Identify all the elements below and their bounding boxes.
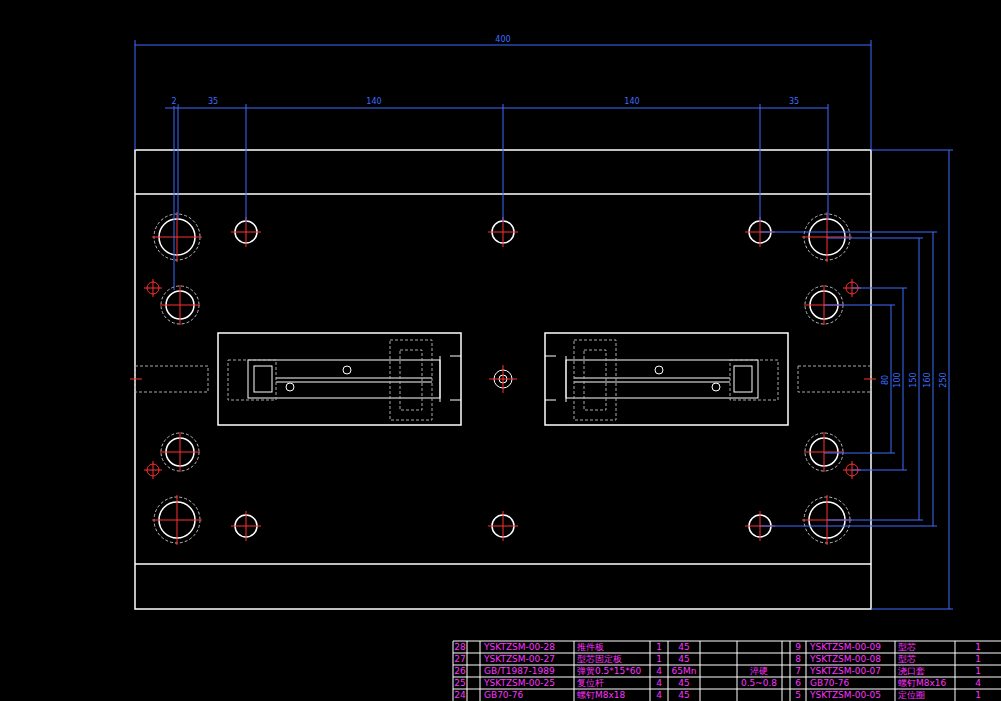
table-cell: 复位杆 xyxy=(577,679,604,688)
table-cell: 45 xyxy=(678,679,689,688)
table-cell: 淬硬 xyxy=(750,667,768,676)
table-cell: 定位圈 xyxy=(898,691,925,700)
dimension-text: 140 xyxy=(365,98,382,106)
table-cell: 型芯固定板 xyxy=(577,655,622,664)
table-cell: 1 xyxy=(975,691,981,700)
dimension-text: 250 xyxy=(940,371,948,388)
table-cell: 7 xyxy=(795,667,801,676)
table-cell: YSKTZSM-00-27 xyxy=(484,655,555,664)
table-cell: 弹簧0.5*15*60 xyxy=(577,667,641,676)
table-cell: 65Mn xyxy=(672,667,697,676)
dimension-text: 80 xyxy=(882,374,890,386)
table-cell: 4 xyxy=(656,679,662,688)
dimension-text: 2 xyxy=(170,98,177,106)
table-cell: 45 xyxy=(678,691,689,700)
table-cell: GB70-76 xyxy=(810,679,849,688)
table-cell: 9 xyxy=(795,643,801,652)
table-cell: 4 xyxy=(656,667,662,676)
table-cell: YSKTZSM-00-25 xyxy=(484,679,555,688)
table-cell: 1 xyxy=(656,655,662,664)
dimension-text: 140 xyxy=(623,98,640,106)
table-cell: 螺钉M8x16 xyxy=(898,679,946,688)
table-cell: 螺钉M8x18 xyxy=(577,691,625,700)
dimension-text: 100 xyxy=(894,371,902,388)
dimension-text: 35 xyxy=(207,98,219,106)
table-cell: GB70-76 xyxy=(484,691,523,700)
table-cell: 28 xyxy=(454,643,465,652)
table-cell: YSKTZSM-00-09 xyxy=(810,643,881,652)
table-cell: 24 xyxy=(454,691,465,700)
table-cell: 8 xyxy=(795,655,801,664)
table-cell: 浇口套 xyxy=(898,667,925,676)
table-cell: 4 xyxy=(656,691,662,700)
dimension-text: 160 xyxy=(924,371,932,388)
table-cell: GB/T1987-1989 xyxy=(484,667,555,676)
table-cell: 0.5~0.8 xyxy=(741,679,777,688)
table-cell: 型芯 xyxy=(898,655,916,664)
table-cell: YSKTZSM-00-05 xyxy=(810,691,881,700)
table-cell: 1 xyxy=(656,643,662,652)
table-cell: 5 xyxy=(795,691,801,700)
table-cell: 45 xyxy=(678,655,689,664)
table-cell: YSKTZSM-00-07 xyxy=(810,667,881,676)
table-cell: 27 xyxy=(454,655,465,664)
table-cell: 45 xyxy=(678,643,689,652)
table-cell: 型芯 xyxy=(898,643,916,652)
table-cell: 1 xyxy=(975,655,981,664)
table-cell: 推件板 xyxy=(577,643,604,652)
dimension-text: 150 xyxy=(910,371,918,388)
table-cell: 1 xyxy=(975,643,981,652)
dimension-text: 35 xyxy=(788,98,800,106)
table-cell: YSKTZSM-00-08 xyxy=(810,655,881,664)
table-cell: YSKTZSM-00-28 xyxy=(484,643,555,652)
table-cell: 25 xyxy=(454,679,465,688)
table-cell: 26 xyxy=(454,667,465,676)
dimension-text: 400 xyxy=(494,36,511,44)
table-cell: 4 xyxy=(975,679,981,688)
table-cell: 6 xyxy=(795,679,801,688)
table-cell: 1 xyxy=(975,667,981,676)
